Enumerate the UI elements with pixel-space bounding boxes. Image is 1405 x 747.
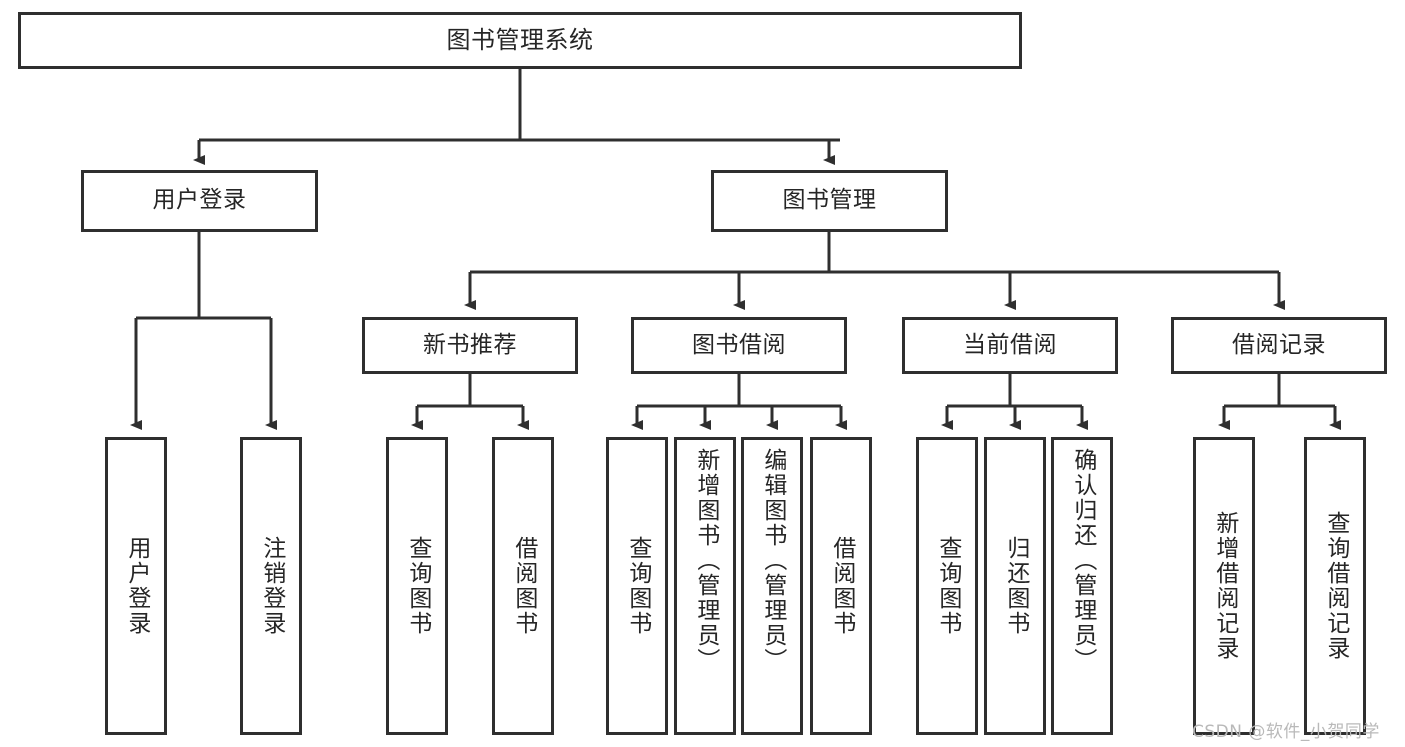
node-label: 借阅记录 <box>1232 331 1326 358</box>
node-label: 新增图书（管理员） <box>692 448 719 673</box>
leaf-recommend-borrow-book[interactable]: 借阅图书 <box>492 437 554 735</box>
node-label: 图书管理系统 <box>446 26 594 55</box>
node-book-borrow[interactable]: 图书借阅 <box>631 317 847 374</box>
leaf-borrow-add-book[interactable]: 新增图书（管理员） <box>674 437 736 735</box>
node-label: 编辑图书（管理员） <box>759 448 786 673</box>
node-label: 用户登录 <box>123 536 150 636</box>
leaf-recommend-query-book[interactable]: 查询图书 <box>386 437 448 735</box>
node-label: 图书借阅 <box>692 331 786 358</box>
node-label: 借阅图书 <box>510 536 537 636</box>
node-label: 用户登录 <box>152 187 247 214</box>
node-label: 当前借阅 <box>963 331 1057 358</box>
node-label: 查询图书 <box>404 536 431 636</box>
leaf-current-confirm-return[interactable]: 确认归还（管理员） <box>1051 437 1113 735</box>
leaf-borrow-query-book[interactable]: 查询图书 <box>606 437 668 735</box>
node-label: 查询借阅记录 <box>1322 511 1349 661</box>
node-book-management[interactable]: 图书管理 <box>711 170 948 232</box>
node-label: 归还图书 <box>1002 536 1029 636</box>
node-label: 查询图书 <box>934 536 961 636</box>
leaf-user-login-login[interactable]: 用户登录 <box>105 437 167 735</box>
leaf-current-query-book[interactable]: 查询图书 <box>916 437 978 735</box>
csdn-watermark: CSDN @软件_小贺同学 <box>1192 722 1380 742</box>
leaf-borrow-edit-book[interactable]: 编辑图书（管理员） <box>741 437 803 735</box>
node-label: 注销登录 <box>258 536 285 636</box>
leaf-user-login-logout[interactable]: 注销登录 <box>240 437 302 735</box>
node-borrow-record[interactable]: 借阅记录 <box>1171 317 1387 374</box>
leaf-borrow-borrow-book[interactable]: 借阅图书 <box>810 437 872 735</box>
node-label: 新书推荐 <box>423 331 517 358</box>
leaf-current-return-book[interactable]: 归还图书 <box>984 437 1046 735</box>
node-user-login[interactable]: 用户登录 <box>81 170 318 232</box>
node-current-borrow[interactable]: 当前借阅 <box>902 317 1118 374</box>
node-label: 图书管理 <box>782 187 877 214</box>
leaf-record-query-record[interactable]: 查询借阅记录 <box>1304 437 1366 735</box>
node-label: 借阅图书 <box>828 536 855 636</box>
node-label: 查询图书 <box>624 536 651 636</box>
node-label: 新增借阅记录 <box>1211 511 1238 661</box>
leaf-record-add-record[interactable]: 新增借阅记录 <box>1193 437 1255 735</box>
node-label: 确认归还（管理员） <box>1069 448 1096 673</box>
node-root-system[interactable]: 图书管理系统 <box>18 12 1022 69</box>
node-new-book-recommend[interactable]: 新书推荐 <box>362 317 578 374</box>
